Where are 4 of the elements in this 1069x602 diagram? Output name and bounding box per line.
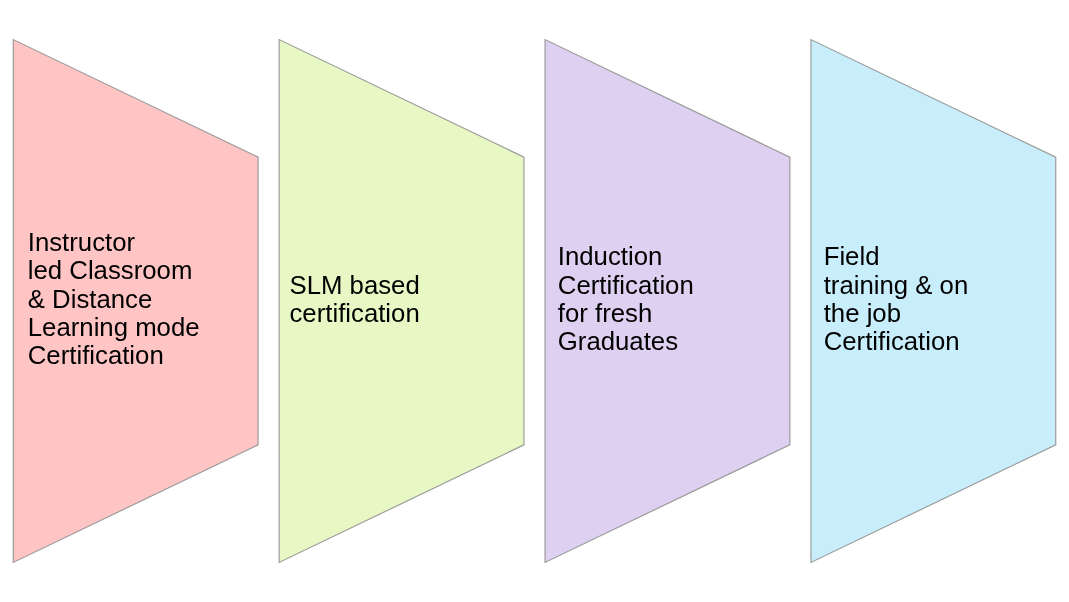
node-box: Instructor led Classroom & Distance Learning mode Certification	[12, 38, 259, 564]
node-box: SLM based certification	[278, 38, 525, 564]
node-box: Induction Certification for fresh Graduates	[544, 38, 791, 564]
node-box: Field training & on the job Certification	[810, 38, 1057, 564]
